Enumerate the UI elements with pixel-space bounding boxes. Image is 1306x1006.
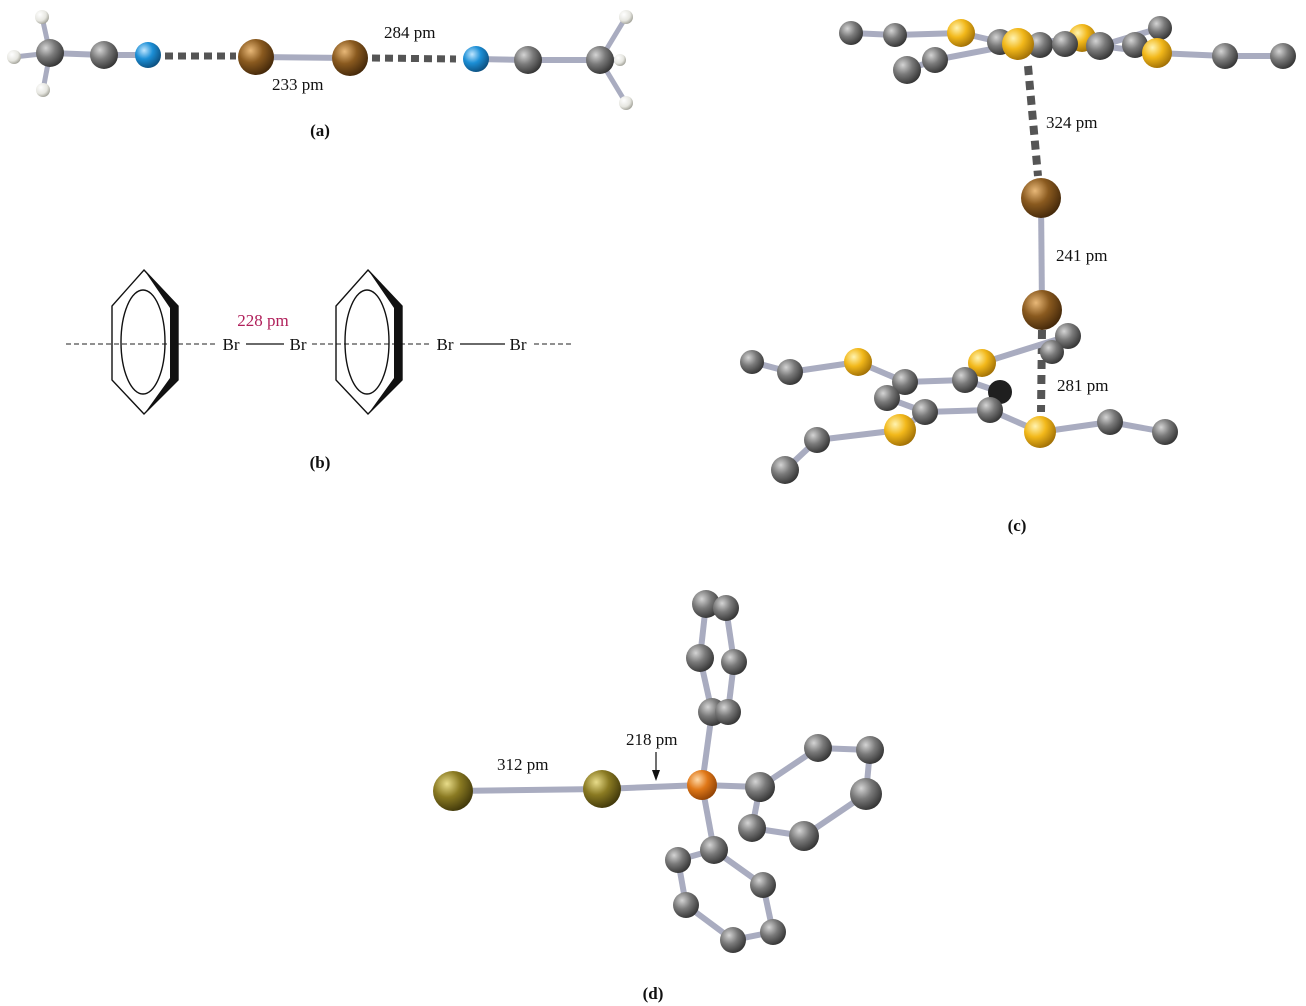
carbon-atom: [692, 590, 720, 618]
bromine-symbol: Br: [510, 335, 527, 354]
bromine-symbol: Br: [223, 335, 240, 354]
carbon-atom: [740, 350, 764, 374]
carbon-atom: [804, 427, 830, 453]
carbon-atom: [760, 919, 786, 945]
sulfur-atom: [1002, 28, 1034, 60]
nitrogen-atom: [135, 42, 161, 68]
distance-label-312: 312 pm: [497, 755, 548, 774]
iodine-atom: [433, 771, 473, 811]
carbon-atom: [893, 56, 921, 84]
carbon-atom: [856, 736, 884, 764]
hydrogen-atom: [619, 10, 633, 24]
distance-label-218: 218 pm: [626, 730, 677, 749]
carbon-atom: [1097, 409, 1123, 435]
carbon-atom: [1270, 43, 1296, 69]
carbon-atom: [1148, 16, 1172, 40]
bromine-atom: [1022, 290, 1062, 330]
carbon-atom: [1055, 323, 1081, 349]
distance-label-228: 228 pm: [237, 311, 288, 330]
halogen-contact-line: [371, 54, 457, 63]
hydrogen-atom: [7, 50, 21, 64]
carbon-atom: [874, 385, 900, 411]
distance-label-281: 281 pm: [1057, 376, 1108, 395]
carbon-atom: [665, 847, 691, 873]
hydrogen-atom: [36, 83, 50, 97]
carbon-atom: [673, 892, 699, 918]
halogen-contact-line: [1024, 65, 1042, 177]
panel-label-d: (d): [643, 984, 664, 1003]
carbon-atom: [1052, 31, 1078, 57]
carbon-atom: [713, 595, 739, 621]
carbon-atom: [777, 359, 803, 385]
bromine-symbol: Br: [437, 335, 454, 354]
carbon-atom: [892, 369, 918, 395]
arrow-down-icon: [652, 752, 660, 781]
distance-label-284: 284 pm: [384, 23, 435, 42]
carbon-atom: [514, 46, 542, 74]
bromine-atom: [332, 40, 368, 76]
sulfur-atom: [968, 349, 996, 377]
distance-label-324: 324 pm: [1046, 113, 1097, 132]
hydrogen-atom: [614, 54, 626, 66]
panel-c: 324 pm 241 pm 281 pm (c): [740, 16, 1296, 535]
iodine-atom: [583, 770, 621, 808]
benzene-ring: [335, 268, 403, 416]
distance-label-233: 233 pm: [272, 75, 323, 94]
panel-label-b: (b): [310, 453, 331, 472]
carbon-atom: [922, 47, 948, 73]
carbon-atom: [952, 367, 978, 393]
carbon-atom: [715, 699, 741, 725]
bromine-atom: [238, 39, 274, 75]
distance-label-241: 241 pm: [1056, 246, 1107, 265]
carbon-atom: [804, 734, 832, 762]
sulfur-atom: [884, 414, 916, 446]
hydrogen-atom: [35, 10, 49, 24]
carbon-atom: [721, 649, 747, 675]
carbon-atom: [36, 39, 64, 67]
carbon-atom: [745, 772, 775, 802]
carbon-atom: [586, 46, 614, 74]
hydrogen-atom: [619, 96, 633, 110]
sulfur-atom: [844, 348, 872, 376]
bromine-atom: [1021, 178, 1061, 218]
carbon-atom: [1212, 43, 1238, 69]
carbon-atom: [1086, 32, 1114, 60]
carbon-atom: [771, 456, 799, 484]
carbon-atom: [738, 814, 766, 842]
panel-label-c: (c): [1008, 516, 1027, 535]
sulfur-atom: [947, 19, 975, 47]
carbon-atom: [850, 778, 882, 810]
sulfur-atom: [1024, 416, 1056, 448]
carbon-atom: [700, 836, 728, 864]
carbon-atom: [977, 397, 1003, 423]
carbon-atom: [1027, 32, 1053, 58]
carbon-atom: [883, 23, 907, 47]
carbon-atom: [789, 821, 819, 851]
carbon-atom: [686, 644, 714, 672]
carbon-atom: [90, 41, 118, 69]
carbon-atom: [750, 872, 776, 898]
carbon-atom: [839, 21, 863, 45]
carbon-atom: [912, 399, 938, 425]
sulfur-atom: [1142, 38, 1172, 68]
phosphorus-atom: [687, 770, 717, 800]
halogen-contact-line: [1037, 329, 1046, 413]
nitrogen-atom: [463, 46, 489, 72]
benzene-ring: [111, 268, 179, 416]
panel-a: 233 pm 284 pm (a): [7, 10, 633, 140]
carbon-atom: [720, 927, 746, 953]
carbon-atom: [1122, 32, 1148, 58]
panel-d: 312 pm 218 pm (d): [433, 590, 884, 1003]
panel-b: Br Br Br Br 228 pm (b): [66, 268, 572, 472]
bromine-symbol: Br: [290, 335, 307, 354]
carbon-atom: [1152, 419, 1178, 445]
panel-label-a: (a): [310, 121, 330, 140]
carbon-atom: [1040, 340, 1064, 364]
